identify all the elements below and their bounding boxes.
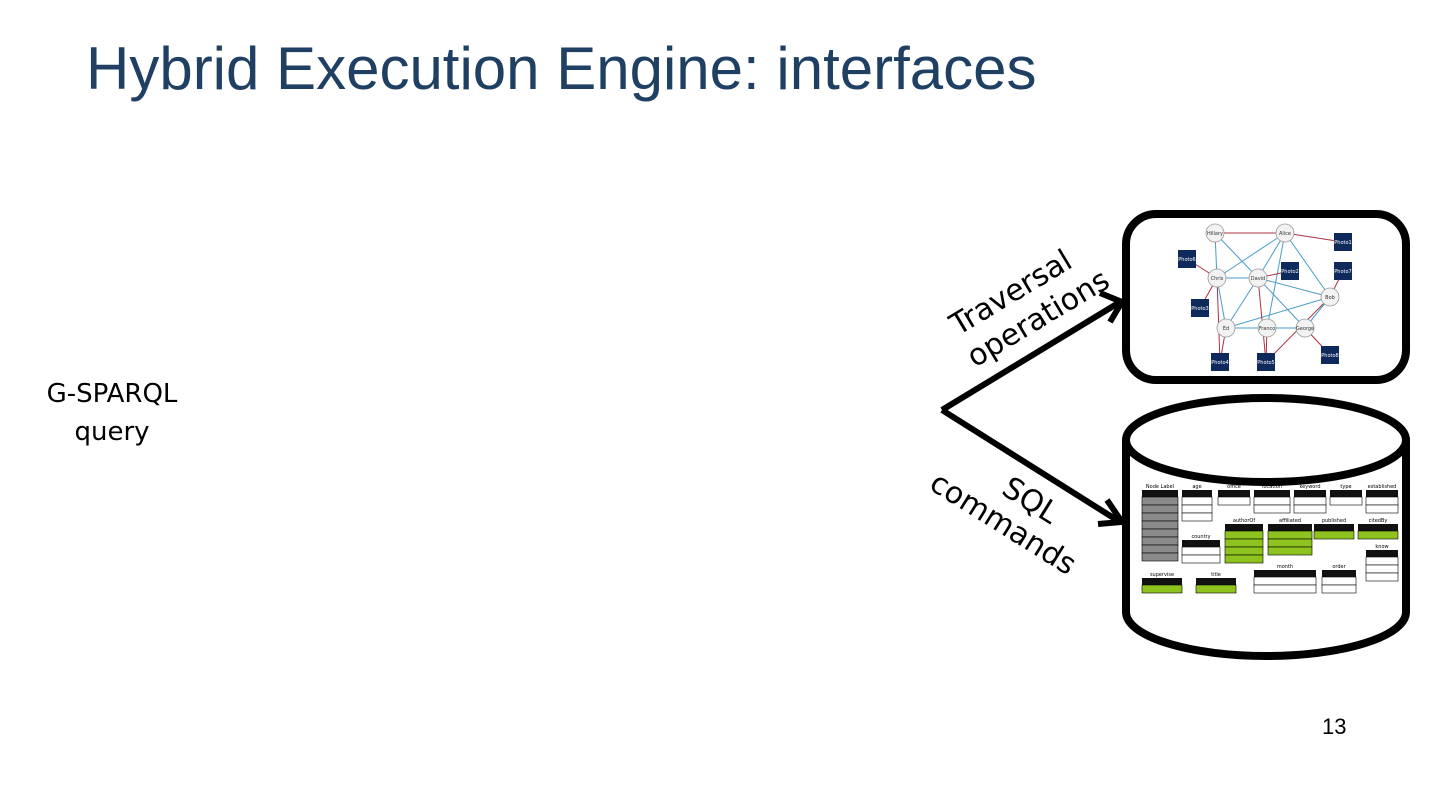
mini-table-caption: type: [1340, 484, 1351, 490]
mini-table-caption: established: [1368, 484, 1397, 490]
mini-table-caption: supervise: [1150, 572, 1174, 578]
mini-table-caption: order: [1332, 564, 1346, 570]
mini-table-caption: age: [1192, 484, 1201, 490]
person-node-label: Ed: [1223, 326, 1229, 332]
mini-table-caption: title: [1211, 572, 1221, 578]
mini-table-caption: citedBy: [1369, 518, 1388, 524]
photo-node-label: Photo4: [1211, 360, 1228, 366]
mini-table: established: [1366, 484, 1398, 513]
photo-node-label: Photo5: [1257, 360, 1274, 366]
mini-table-caption: location: [1262, 484, 1282, 490]
mini-table-caption: month: [1277, 564, 1293, 570]
mini-table-caption: keyword: [1299, 484, 1320, 490]
person-node-label: Bob: [1325, 295, 1335, 301]
mini-table: authorOf: [1225, 518, 1263, 563]
person-node-label: George: [1296, 326, 1314, 332]
page-number: 13: [1322, 714, 1346, 740]
photo-node-label: Photo7: [1334, 269, 1351, 275]
mini-table-caption: office: [1227, 484, 1241, 490]
mini-table-caption: Node Label: [1146, 484, 1174, 490]
mini-table-caption: authorOf: [1233, 518, 1255, 524]
photo-node-label: Photo3: [1191, 306, 1208, 312]
person-node-label: Alice: [1279, 231, 1291, 237]
photo-node-label: Photo1: [1334, 240, 1351, 246]
mini-table: Node Label: [1142, 484, 1178, 561]
person-node-label: Chris: [1211, 276, 1224, 282]
photo-node-label: Photo6: [1178, 257, 1195, 263]
sql-label: SQL commands: [924, 436, 1101, 582]
person-node-label: David: [1251, 276, 1265, 282]
person-node-label: Franco: [1259, 326, 1276, 332]
mini-table-caption: country: [1191, 534, 1210, 540]
mini-table-caption: affiliated: [1279, 518, 1301, 524]
photo-node-label: Photo2: [1281, 269, 1298, 275]
traversal-label: Traversal operations: [942, 232, 1115, 375]
mini-table-caption: know: [1375, 544, 1388, 550]
person-node-label: Hillary: [1207, 231, 1223, 237]
mini-table-caption: published: [1322, 518, 1346, 524]
photo-node-label: Photo8: [1321, 353, 1338, 359]
